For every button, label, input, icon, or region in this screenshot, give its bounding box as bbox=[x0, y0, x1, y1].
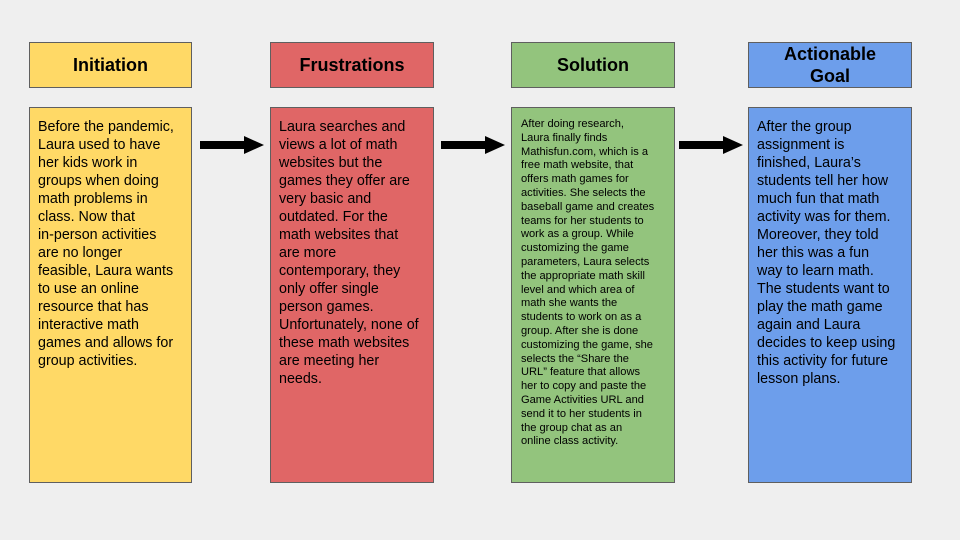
arrow-right-icon bbox=[200, 136, 264, 154]
actionable-goal-title: Actionable Goal bbox=[783, 44, 876, 86]
actionable-goal-header: Actionable Goal bbox=[748, 42, 912, 88]
arrow-right-icon bbox=[679, 136, 743, 154]
frustrations-title: Frustrations bbox=[299, 55, 405, 75]
solution-body: After doing research, Laura finally find… bbox=[511, 107, 675, 483]
frustrations-header: Frustrations bbox=[270, 42, 434, 88]
arrow-right-icon bbox=[441, 136, 505, 154]
initiation-body: Before the pandemic, Laura used to have … bbox=[29, 107, 192, 483]
initiation-header: Initiation bbox=[29, 42, 192, 88]
solution-title: Solution bbox=[557, 55, 629, 75]
frustrations-body: Laura searches and views a lot of math w… bbox=[270, 107, 434, 483]
solution-header: Solution bbox=[511, 42, 675, 88]
actionable-goal-body: After the group assignment is finished, … bbox=[748, 107, 912, 483]
initiation-title: Initiation bbox=[73, 55, 148, 75]
